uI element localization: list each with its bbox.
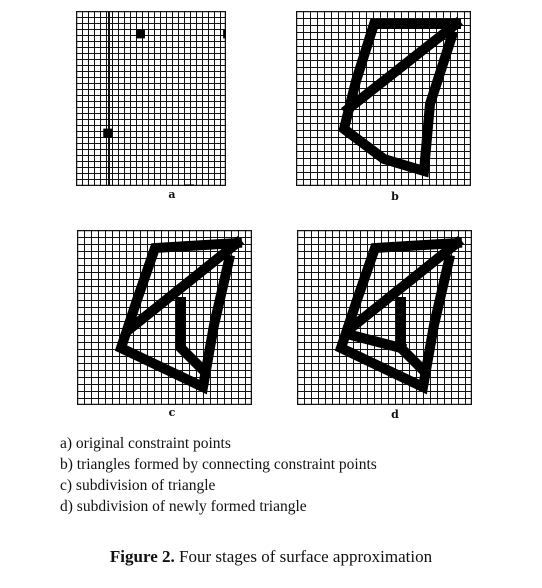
panel-c-label: c xyxy=(168,406,176,419)
triangle-outline xyxy=(114,237,243,395)
constraint-point xyxy=(185,184,194,186)
figure-caption-text: Four stages of surface approximation xyxy=(179,547,433,566)
triangle-diagonal xyxy=(343,235,465,336)
triangle-outline xyxy=(338,19,461,178)
triangle-diagonal xyxy=(123,235,245,336)
triangle-diagonal xyxy=(340,16,464,117)
grid-panel-c xyxy=(77,230,252,405)
grid-panel-d xyxy=(297,230,472,405)
constraint-point xyxy=(103,128,113,138)
panel-b xyxy=(296,11,471,186)
legend-item-c: c) subdivision of triangle xyxy=(60,477,216,494)
triangle-subdivision xyxy=(176,297,211,378)
panel-c xyxy=(77,230,252,405)
legend: a) original constraint points b) triangl… xyxy=(60,433,377,517)
figure-caption: Figure 2. Four stages of surface approxi… xyxy=(0,547,542,567)
grid-panel-b xyxy=(296,11,471,186)
legend-item-d: d) subdivision of newly formed triangle xyxy=(60,498,307,515)
grid-panel-a xyxy=(76,11,226,186)
constraint-point xyxy=(135,29,145,39)
panel-a xyxy=(76,11,226,186)
panel-d-label: d xyxy=(391,408,399,421)
triangle-outline xyxy=(334,237,463,395)
grid-lines xyxy=(76,11,226,186)
constraint-point xyxy=(223,29,226,39)
panel-d xyxy=(297,230,472,405)
legend-item-b: b) triangles formed by connecting constr… xyxy=(60,456,377,473)
new-triangle-subdivision xyxy=(344,328,408,355)
panel-a-label: a xyxy=(168,188,176,201)
figure-caption-label: Figure 2. xyxy=(109,547,175,566)
legend-item-a: a) original constraint points xyxy=(60,435,231,452)
panel-b-label: b xyxy=(391,190,399,203)
